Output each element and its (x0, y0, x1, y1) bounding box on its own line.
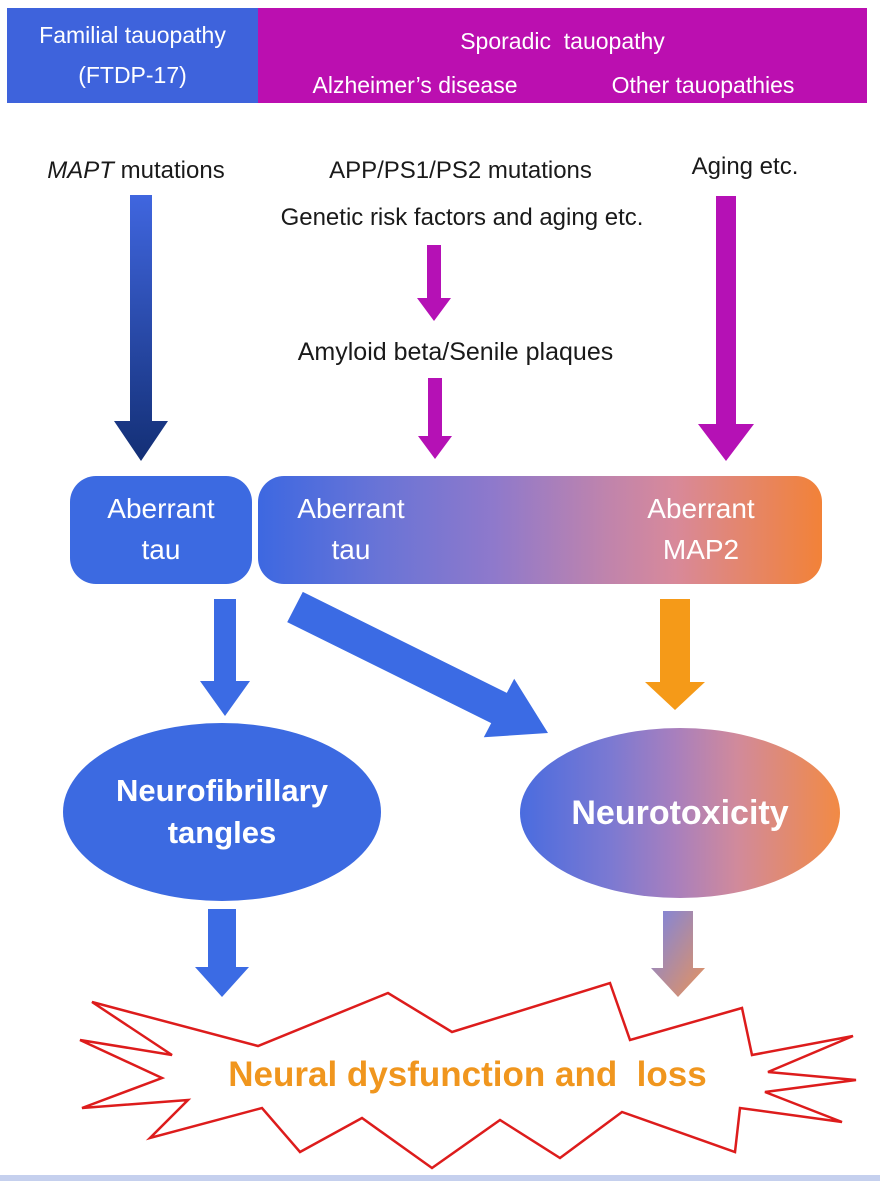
arrow-mapt-down (114, 195, 168, 461)
aberrant-tau-mid-line2: tau (331, 534, 371, 565)
app-ps1-ps2-label: APP/PS1/PS2 mutations (329, 157, 592, 184)
mapt-mutations-label: MAPT mutations (38, 157, 234, 185)
arrow-nft-to-dysfunction (195, 909, 249, 997)
aberrant-map2-text: Aberrant MAP2 (616, 476, 786, 584)
arrow-genetic-down (417, 245, 451, 321)
aging-label: Aging etc. (691, 153, 799, 180)
ellipse-neurotoxicity: Neurotoxicity (520, 728, 840, 898)
header-familial-tauopathy: Familial tauopathy (FTDP-17) (7, 8, 258, 103)
aberrant-map2-line2: MAP2 (662, 534, 740, 565)
arrow-tau-to-nft (200, 599, 250, 716)
aberrant-tau-line1: Aberrant (107, 493, 215, 525)
amyloid-label: Amyloid beta/Senile plaques (297, 338, 614, 366)
ellipse-neurofibrillary-tangles: Neurofibrillary tangles (63, 723, 381, 901)
sporadic-other-label: Other tauopathies (611, 72, 795, 98)
sporadic-title: Sporadic tauopathy (460, 28, 665, 54)
aberrant-map2-line1: Aberrant (647, 493, 755, 525)
box-aberrant-tau-familial: Aberrant tau (70, 476, 252, 584)
aberrant-tau-mid-line1: Aberrant (297, 493, 405, 525)
arrow-map2-to-neurotoxicity (645, 599, 705, 710)
aberrant-tau-mid-text: Aberrant tau (276, 476, 426, 584)
arrow-amyloid-down (418, 378, 452, 459)
nft-line1: Neurofibrillary (116, 773, 328, 809)
box-aberrant-tau-map2-sporadic: Aberrant tau Aberrant MAP2 (258, 476, 822, 584)
neurotoxicity-label: Neurotoxicity (571, 793, 789, 832)
genetic-risk-label: Genetic risk factors and aging etc. (280, 204, 644, 231)
familial-subtitle: (FTDP-17) (78, 61, 187, 88)
arrow-aging-down (698, 196, 754, 461)
arrow-neurotoxicity-to-dysfunction (651, 911, 705, 997)
mapt-rest: mutations (113, 157, 225, 184)
sporadic-alzheimers-label: Alzheimer’s disease (312, 72, 518, 98)
neural-dysfunction-label: Neural dysfunction and loss (228, 1055, 707, 1094)
mapt-gene-italic: MAPT (47, 157, 114, 184)
bottom-border (0, 1175, 880, 1181)
arrow-tau-to-neurotoxicity (287, 591, 548, 738)
nft-line2: tangles (167, 815, 277, 850)
aberrant-tau-line2: tau (141, 534, 181, 565)
header-sporadic-tauopathy: Sporadic tauopathy Alzheimer’s disease O… (258, 8, 867, 103)
familial-title: Familial tauopathy (39, 22, 226, 49)
